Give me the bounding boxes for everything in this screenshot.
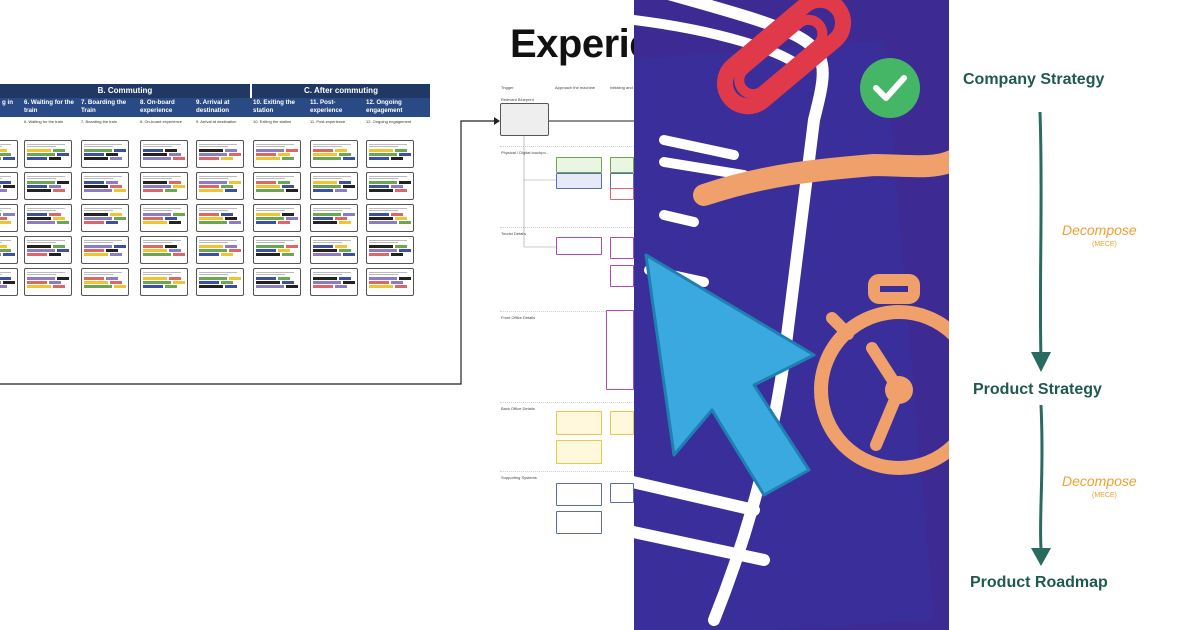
lane-label: Approach the machine [555, 85, 596, 90]
lane-divider [500, 146, 634, 147]
lane-label: Front Office Details [501, 315, 536, 320]
journey-card [253, 172, 301, 200]
product-roadmap-label: Product Roadmap [970, 574, 1108, 591]
illustration-art [634, 0, 949, 630]
journey-card [310, 140, 358, 168]
step-sublabel: 7. Boarding the train [81, 119, 118, 124]
step-sublabel: 8. On-board experience [140, 119, 183, 124]
mece-label: (MECE) [1092, 241, 1117, 248]
connector-line [0, 117, 500, 385]
lane-label: Initiating and [610, 85, 633, 90]
journey-card [196, 140, 244, 168]
journey-card [310, 172, 358, 200]
journey-card [81, 236, 129, 264]
lane-divider [500, 227, 634, 228]
lane-divider [500, 402, 634, 403]
decompose-label: Decompose [1062, 222, 1137, 238]
decompose-label: Decompose [1062, 473, 1137, 489]
journey-card [24, 268, 72, 296]
step-8-header: 8. On-board experience [140, 99, 175, 114]
blueprint-card [556, 483, 602, 506]
stopwatch-icon [814, 274, 949, 475]
journey-card [0, 172, 18, 200]
journey-card [24, 140, 72, 168]
company-strategy-label: Company Strategy [963, 71, 1105, 88]
journey-card [140, 236, 188, 264]
product-strategy-label: Product Strategy [973, 381, 1102, 398]
blueprint-card [556, 440, 602, 464]
step-9-header: 9. Arrival at destination [196, 99, 230, 114]
journey-card [310, 236, 358, 264]
blueprint-card [500, 103, 549, 136]
phase-header-after-commuting: C. After commuting [252, 84, 430, 98]
step-12-header: 12. Ongoing engagement [366, 99, 403, 114]
journey-card [253, 236, 301, 264]
lane-label: Back Office Details [501, 406, 535, 411]
blueprint-title: Experie [510, 22, 634, 66]
journey-card [0, 236, 18, 264]
lane-label: Trigger [501, 85, 514, 90]
journey-card [0, 268, 18, 296]
blueprint-card [556, 157, 602, 173]
journey-card [253, 140, 301, 168]
step-11-header: 11. Post-experience [310, 99, 343, 114]
journey-card [196, 236, 244, 264]
phase-header-commuting: B. Commuting [0, 84, 250, 98]
journey-card [253, 268, 301, 296]
step-sublabel: 12. Ongoing engagement [366, 119, 412, 124]
blueprint-card [556, 237, 602, 255]
journey-card [24, 236, 72, 264]
journey-card [140, 204, 188, 232]
journey-card [196, 172, 244, 200]
mece-label: (MECE) [1092, 492, 1117, 499]
step-sublabel: 10. Exiting the station [253, 119, 292, 124]
lane-divider [500, 471, 634, 472]
journey-card [366, 236, 414, 264]
journey-card [140, 172, 188, 200]
journey-card [0, 204, 18, 232]
journey-card [0, 140, 18, 168]
cursor-icon [644, 253, 816, 497]
paperclip-icon [716, 0, 852, 115]
journey-map-panel: B. Commuting C. After commuting g in 6. … [0, 22, 634, 534]
strategy-flow-panel: Company Strategy Decompose (MECE) Produc… [949, 0, 1200, 630]
step-sublabel: 6. Waiting for the train [24, 119, 63, 124]
step-header-row [0, 98, 430, 117]
journey-card [310, 204, 358, 232]
journey-card [253, 204, 301, 232]
illustration-panel [634, 0, 949, 630]
journey-card [81, 172, 129, 200]
blueprint-card [556, 411, 602, 435]
journey-card [196, 268, 244, 296]
step-6-header: 6. Waiting for the train [24, 99, 74, 114]
journey-card [366, 268, 414, 296]
lane-label: Tourist Details [501, 231, 527, 236]
journey-card [366, 204, 414, 232]
journey-card [140, 268, 188, 296]
lane-label: Supporting Systems [501, 475, 537, 480]
lane-label: Physical / Digital touchpo... [501, 150, 550, 155]
journey-card [140, 140, 188, 168]
journey-card [24, 204, 72, 232]
lane-divider [500, 311, 634, 312]
step-7-header: 7. Boarding the Train [81, 99, 127, 114]
journey-card [366, 172, 414, 200]
blueprint-card [556, 173, 602, 189]
step-10-header: 10. Exiting the station [253, 99, 295, 114]
journey-card [81, 204, 129, 232]
journey-card [310, 268, 358, 296]
journey-card [81, 268, 129, 296]
step-5-header: g in [2, 99, 13, 106]
blueprint-connectors [523, 120, 634, 248]
journey-card [81, 140, 129, 168]
blueprint-card [556, 511, 602, 534]
checkmark-icon [860, 58, 920, 118]
journey-card [366, 140, 414, 168]
journey-card [196, 204, 244, 232]
journey-card [24, 172, 72, 200]
flow-arrows [1031, 111, 1051, 566]
lane-label: Relevant Blueprint [501, 97, 534, 102]
step-sublabel: 9. Arrival at destination [196, 119, 237, 124]
step-sublabel: 11. Post-experience [310, 119, 346, 124]
